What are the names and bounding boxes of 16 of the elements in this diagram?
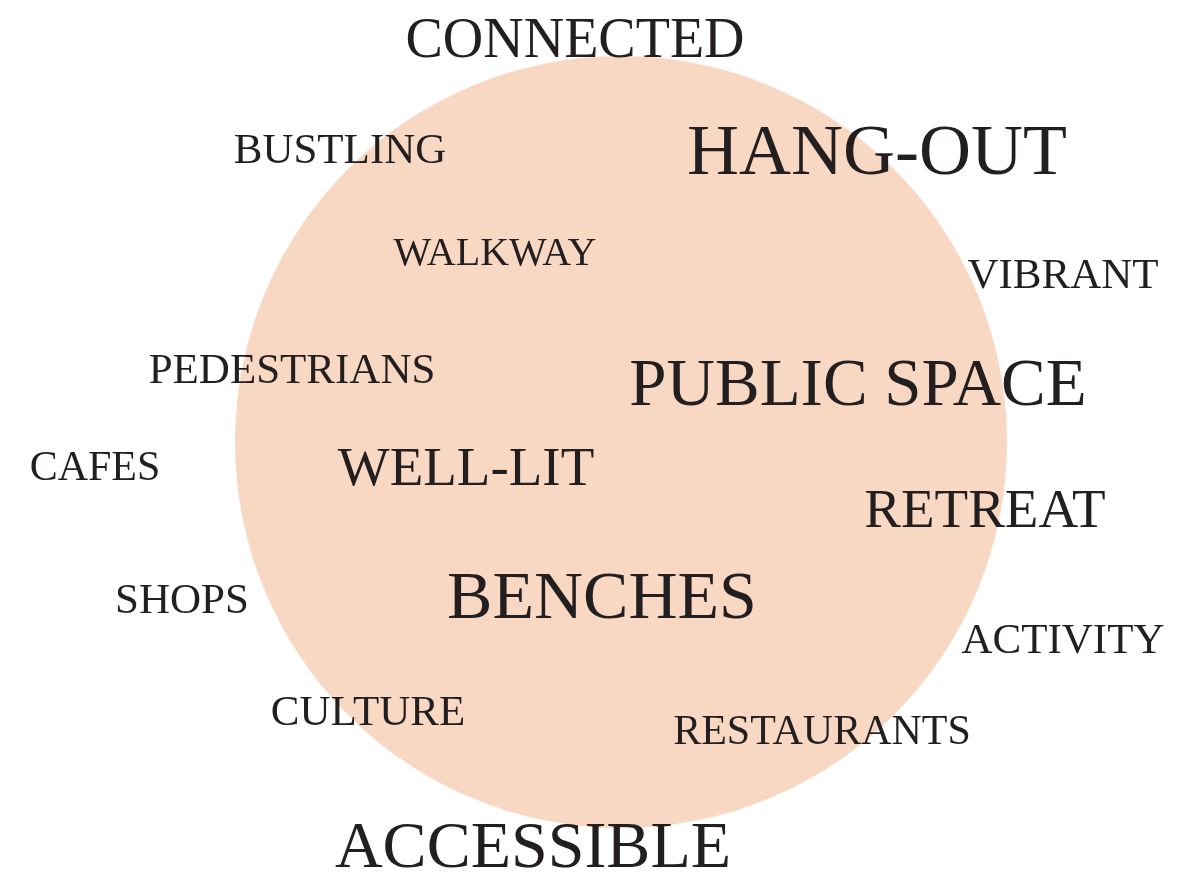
word-label: CONNECTED (405, 10, 745, 66)
word-label: ACCESSIBLE (334, 812, 732, 878)
word-label: PEDESTRIANS (148, 346, 436, 390)
word-label: RETREAT (864, 480, 1106, 536)
word-label: VIBRANT (967, 251, 1159, 295)
word-label: BENCHES (447, 561, 757, 629)
word-label: CULTURE (270, 688, 466, 732)
word-label: WELL-LIT (337, 438, 595, 494)
word-label: BUSTLING (233, 126, 447, 170)
word-label: WALKWAY (393, 232, 597, 272)
word-label: HANG-OUT (687, 114, 1067, 186)
word-label: CAFES (29, 445, 161, 487)
word-label: PUBLIC SPACE (629, 348, 1087, 416)
word-label: ACTIVITY (961, 616, 1165, 660)
word-label: RESTAURANTS (673, 709, 971, 751)
word-label: SHOPS (115, 576, 249, 620)
